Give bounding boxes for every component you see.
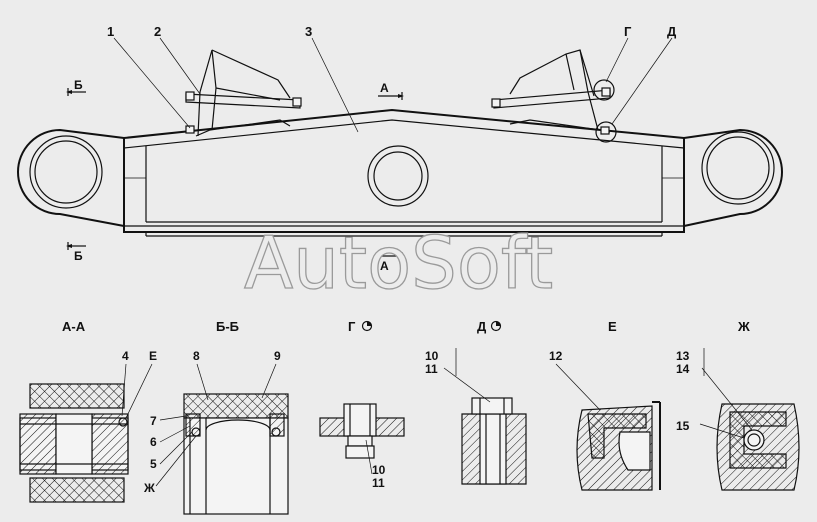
view-d: 10 11 bbox=[425, 348, 527, 485]
left-eye-boss bbox=[17, 128, 125, 227]
callout-5: 5 bbox=[150, 457, 157, 471]
view-title-aa: А-А bbox=[62, 319, 86, 334]
section-label-b-bottom: Б bbox=[74, 249, 83, 263]
section-bb: 8 9 7 6 5 Ж bbox=[143, 349, 289, 515]
view-zh: 13 14 15 bbox=[676, 348, 800, 491]
central-boss bbox=[367, 145, 429, 207]
callout-10-g: 10 bbox=[372, 463, 386, 477]
callout-2: 2 bbox=[154, 24, 161, 39]
section-label-a-top: А bbox=[380, 81, 389, 95]
callout-12: 12 bbox=[549, 349, 563, 363]
right-eye-boss bbox=[683, 128, 783, 227]
watermark: AutoSoft bbox=[244, 221, 553, 305]
view-marker-g-icon bbox=[361, 320, 373, 332]
section-aa: 4 Е bbox=[19, 349, 157, 503]
view-title-e: Е bbox=[608, 319, 617, 334]
callout-9: 9 bbox=[274, 349, 281, 363]
main-view: 1 2 3 Г Д Б Б А А bbox=[17, 24, 783, 273]
right-bracket bbox=[491, 49, 617, 143]
callout-d: Д bbox=[667, 24, 677, 39]
callout-4: 4 bbox=[122, 349, 129, 363]
callout-11-d: 11 bbox=[425, 362, 438, 376]
view-marker-d-icon bbox=[490, 320, 502, 332]
callout-6: 6 bbox=[150, 435, 157, 449]
view-title-bb: Б-Б bbox=[216, 319, 239, 334]
main-view-leaders bbox=[113, 37, 673, 133]
view-title-g: Г bbox=[348, 319, 356, 334]
callout-zh: Ж bbox=[143, 481, 155, 495]
callout-10-d: 10 bbox=[425, 349, 439, 363]
view-title-d: Д bbox=[477, 319, 487, 334]
view-title-zh: Ж bbox=[737, 319, 750, 334]
section-mark-a-bottom bbox=[378, 252, 404, 260]
view-g: 10 11 bbox=[319, 403, 405, 490]
section-label-b-top: Б bbox=[74, 78, 83, 92]
callout-11-g: 11 bbox=[372, 476, 385, 490]
callout-g: Г bbox=[624, 24, 632, 39]
callout-15: 15 bbox=[676, 419, 690, 433]
section-mark-a-top bbox=[378, 92, 404, 100]
left-bracket bbox=[185, 49, 302, 137]
view-e: 12 bbox=[549, 349, 661, 491]
detail-titles: А-А Б-Б Г Д Е Ж bbox=[62, 319, 750, 334]
callout-13: 13 bbox=[676, 349, 690, 363]
callout-3: 3 bbox=[305, 24, 312, 39]
section-mark-b-top bbox=[66, 88, 86, 96]
callout-e: Е bbox=[149, 349, 157, 363]
callout-1: 1 bbox=[107, 24, 114, 39]
section-label-a-bottom: А bbox=[380, 259, 389, 273]
callout-8: 8 bbox=[193, 349, 200, 363]
callout-7: 7 bbox=[150, 414, 157, 428]
beam-body bbox=[123, 108, 685, 237]
section-mark-b-bottom bbox=[66, 242, 86, 250]
callout-14: 14 bbox=[676, 362, 690, 376]
